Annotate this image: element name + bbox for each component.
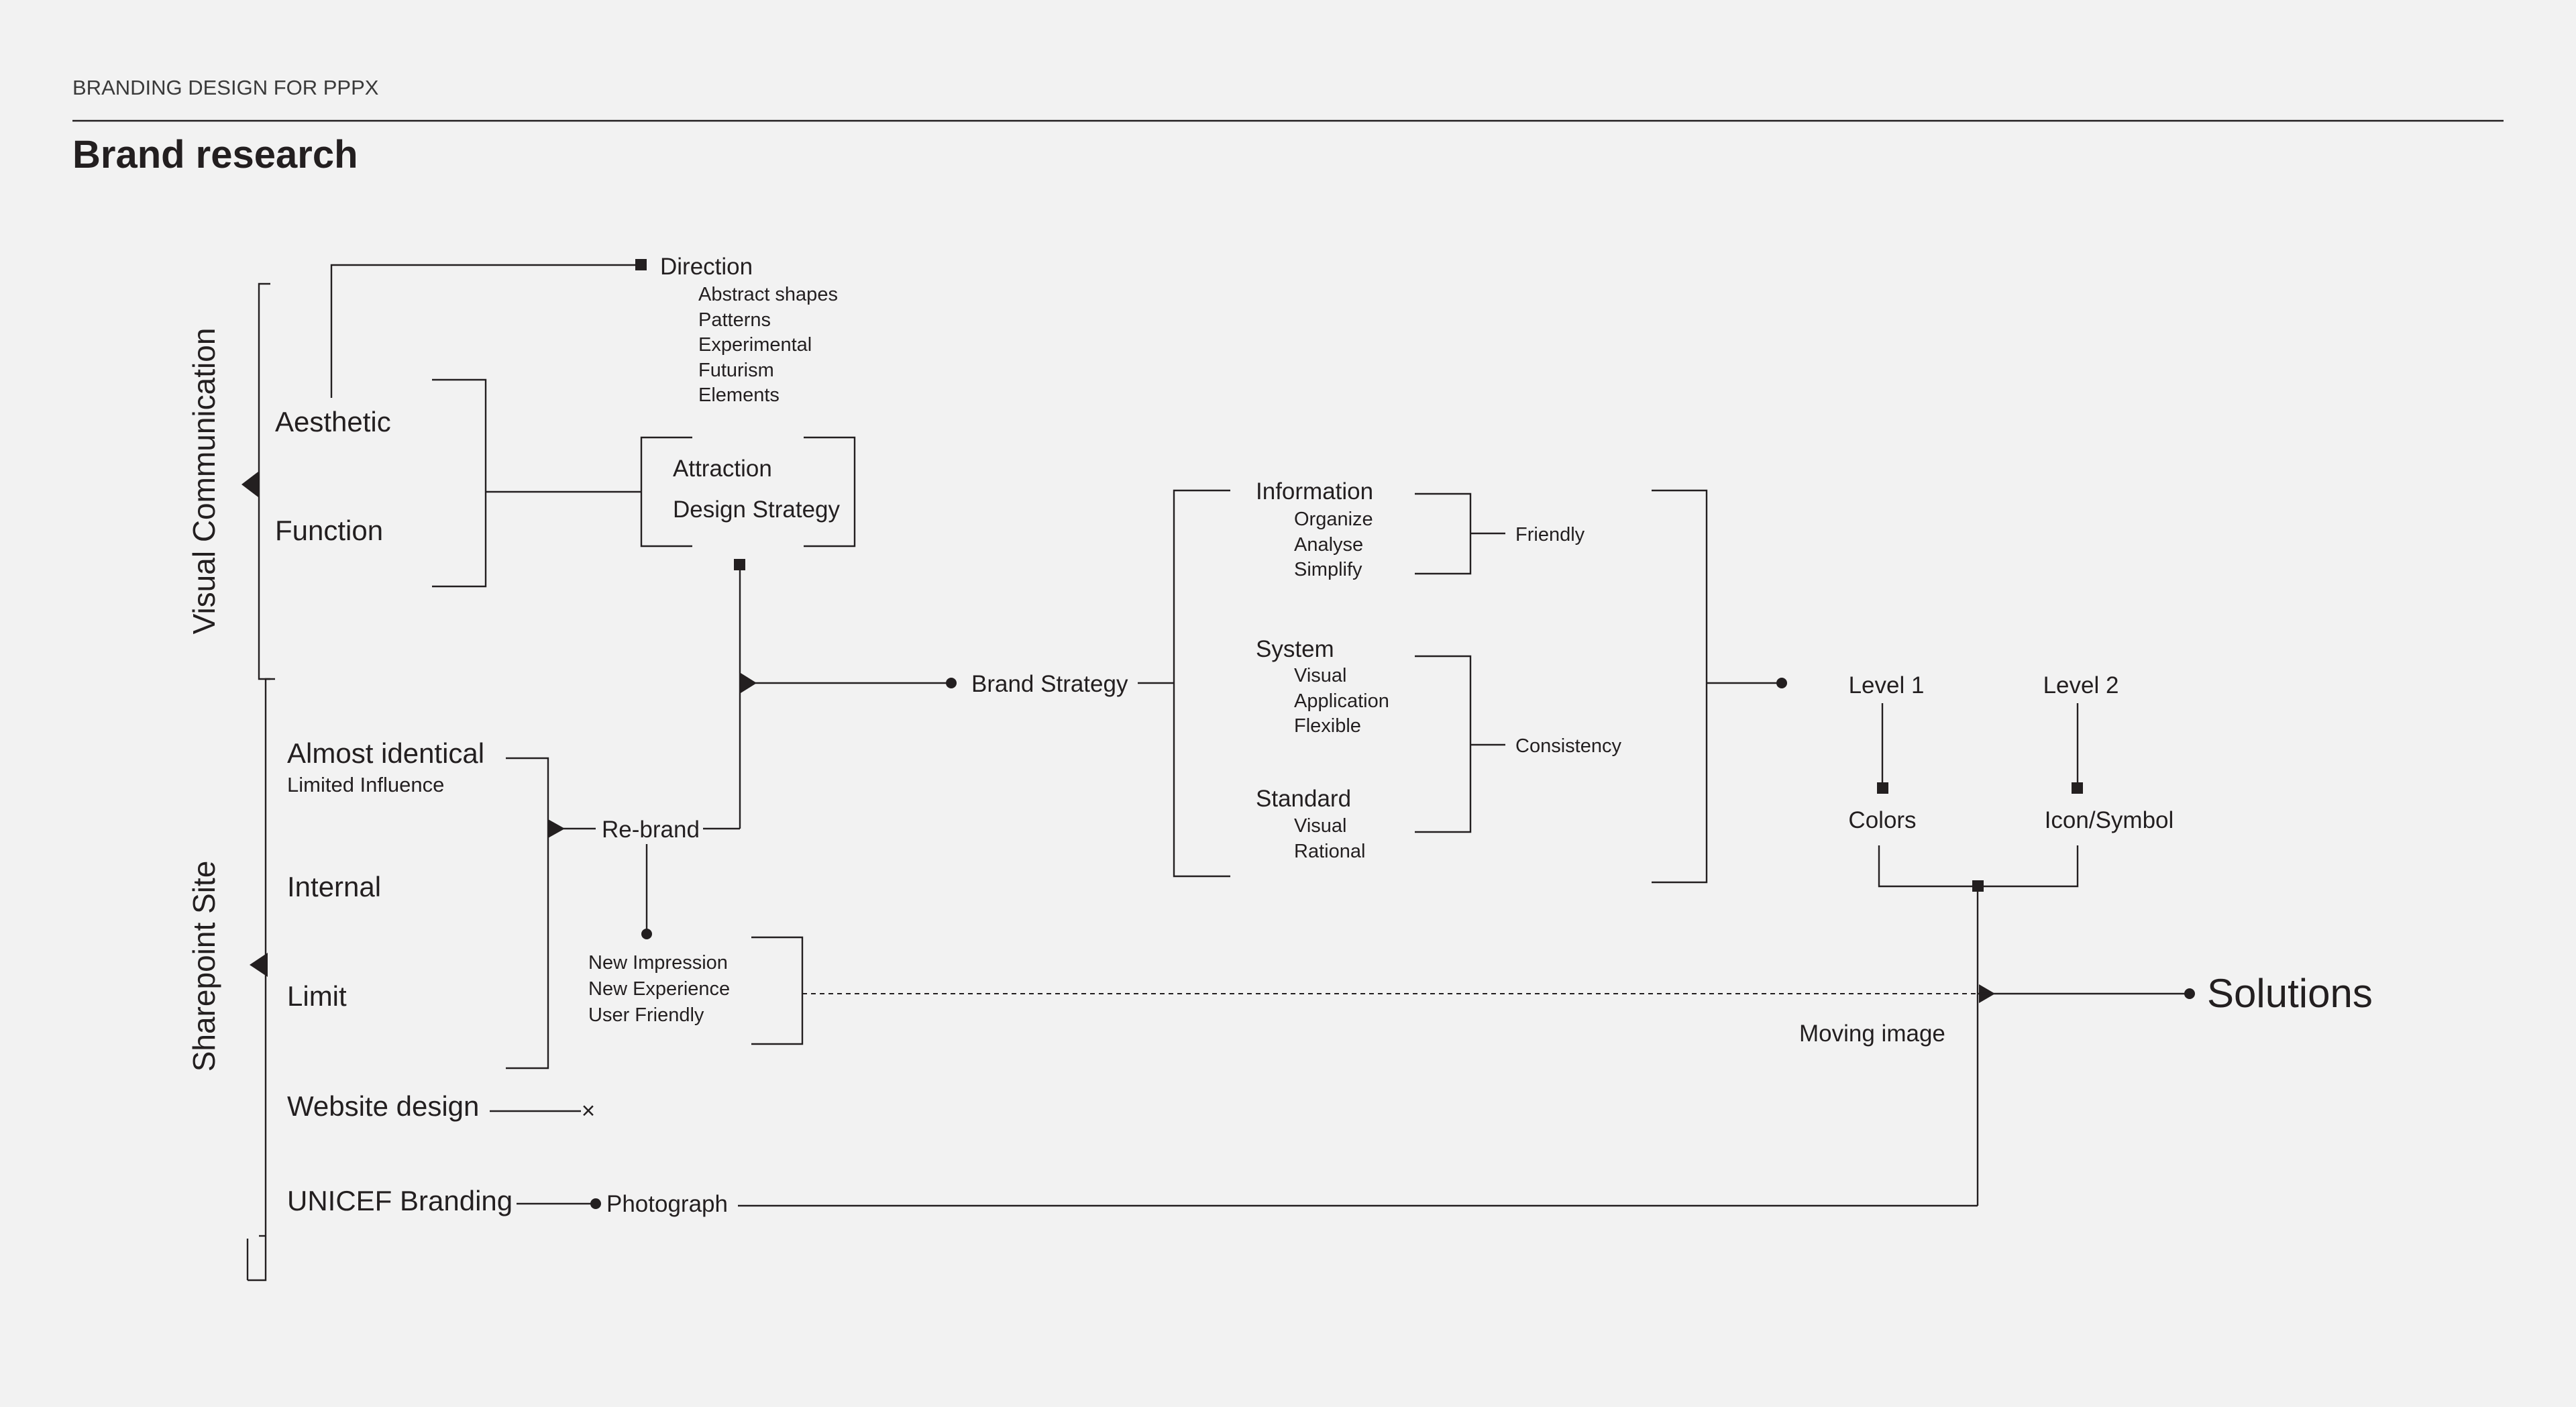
page-title: Brand research [72,133,358,176]
item-limit: Limit [287,980,347,1012]
system-item: Application [1294,690,1389,712]
bracket-levels [1878,845,2079,888]
node-square-icon [1972,880,1984,892]
information-label: Information [1256,478,1373,505]
standard-item: Visual [1294,815,1346,837]
node-dot-icon [2184,988,2195,999]
connector-aesthetic-direction [330,264,636,398]
brace-arrow-icon [250,953,268,977]
brace-arrow-icon [241,472,258,497]
rebrand-label: Re-brand [602,817,700,843]
item-function: Function [275,515,383,546]
icon-symbol-label: Icon/Symbol [2045,807,2174,833]
photograph-label: Photograph [606,1191,728,1217]
bracket-aesthetic-function [432,378,487,588]
node-square-icon [635,259,647,270]
direction-item: Futurism [698,360,774,381]
level2-label: Level 2 [2043,672,2119,698]
design-strategy-label: Design Strategy [673,497,841,523]
direction-item: Elements [698,384,780,406]
direction-label: Direction [660,254,753,280]
rejected-x-icon: × [582,1098,595,1124]
level1-label: Level 1 [1849,672,1925,698]
item-almost-identical: Almost identical [287,737,484,769]
bracket-consistency [1415,655,1472,833]
impression-item: User Friendly [588,1004,704,1026]
system-item: Visual [1294,665,1346,686]
direction-item: Abstract shapes [698,284,838,305]
impressions-list: New Impression New Experience User Frien… [588,952,730,1026]
bracket-closing [1652,489,1708,884]
attraction-label: Attraction [673,456,772,482]
node-square-icon [2072,782,2083,794]
node-dot-icon [641,929,652,939]
standard-label: Standard [1256,786,1351,812]
direction-list: Abstract shapes Patterns Experimental Fu… [698,284,838,406]
node-square-icon [1877,782,1888,794]
bracket-impressions [751,936,804,1045]
impression-item: New Impression [588,952,728,974]
attraction-box [640,436,856,548]
standard-item: Rational [1294,841,1365,862]
impression-item: New Experience [588,978,730,1000]
direction-item: Experimental [698,334,812,356]
system-item: Flexible [1294,715,1361,737]
colors-label: Colors [1848,807,1916,833]
item-aesthetic: Aesthetic [275,406,391,437]
solutions-label: Solutions [2207,971,2373,1016]
node-dot-icon [946,678,957,688]
system-label: System [1256,636,1334,662]
bracket-sharepoint-items [506,757,549,1070]
item-internal: Internal [287,871,381,902]
direction-item: Patterns [698,309,771,331]
arrow-right-icon [548,819,565,838]
bracket-friendly [1415,492,1472,575]
sharepoint-site-brace [246,678,275,1282]
node-dot-icon [1776,678,1787,688]
item-unicef-branding: UNICEF Branding [287,1185,513,1216]
moving-image-label: Moving image [1799,1021,1945,1047]
group-label-sharepoint-site: Sharepoint Site [186,861,221,1072]
node-square-icon [734,559,745,570]
information-item: Simplify [1294,559,1362,580]
bracket-brand-strategy [1173,489,1230,878]
group-label-visual-communication: Visual Communication [186,328,221,635]
node-dot-icon [590,1198,601,1209]
consistency-label: Consistency [1515,735,1621,757]
brand-strategy-label: Brand Strategy [971,671,1128,697]
header-subtitle: BRANDING DESIGN FOR PPPX [72,76,379,99]
item-website-design: Website design [287,1090,479,1122]
item-limited-influence: Limited Influence [287,773,444,796]
information-item: Organize [1294,509,1373,530]
visual-communication-brace [241,282,270,680]
arrow-right-icon [741,673,757,693]
friendly-label: Friendly [1515,524,1585,545]
information-item: Analyse [1294,534,1363,556]
